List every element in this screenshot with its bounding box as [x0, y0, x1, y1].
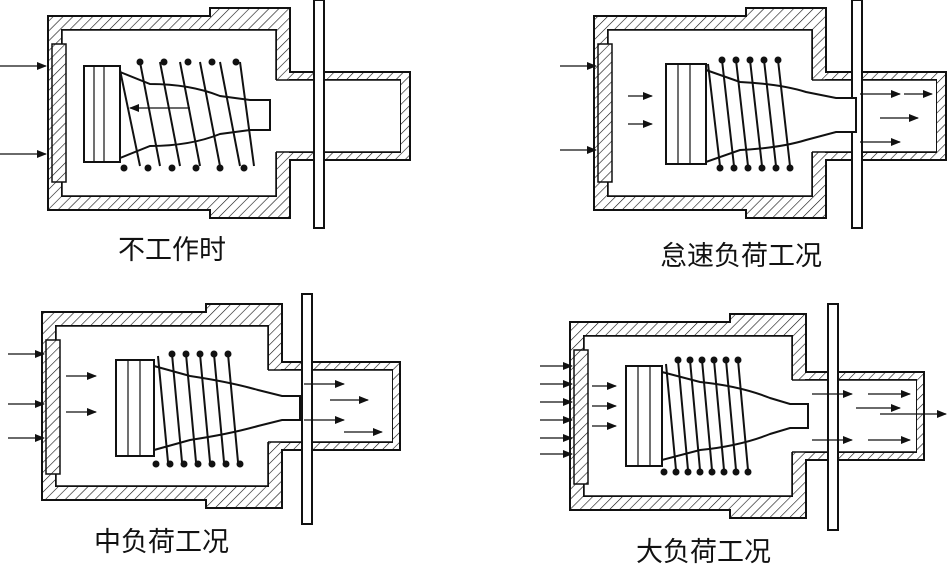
flow-arrows: [0, 62, 190, 158]
spring: [157, 353, 239, 463]
flow-arrows: [560, 62, 933, 154]
outlet-bore: [272, 80, 400, 152]
spring-coils-bottom: [120, 164, 248, 172]
valve-body: [665, 63, 707, 165]
inlet-screen: [45, 339, 61, 475]
mounting-plate: [301, 293, 313, 525]
inlet-screen: [51, 43, 67, 183]
spring: [119, 61, 255, 167]
inlet-screen: [597, 43, 613, 183]
spring-coils-top: [168, 350, 232, 358]
panel-not-working: [0, 0, 411, 229]
spring: [707, 59, 791, 167]
spring-coils-top: [718, 56, 782, 64]
mounting-plate: [313, 0, 325, 229]
valve-body: [115, 359, 155, 457]
caption-high-load: 大负荷工况: [636, 537, 771, 568]
spring-coils-top: [136, 58, 240, 66]
tapered-plunger: [705, 68, 857, 164]
spring-coils-top: [674, 356, 742, 364]
spring-coils-bottom: [716, 164, 794, 172]
flow-arrows: [8, 350, 383, 442]
panel-medium-load: [8, 293, 401, 525]
inlet-screen: [573, 349, 589, 485]
caption-medium-load: 中负荷工况: [94, 527, 229, 558]
mounting-plate: [827, 303, 839, 531]
valve-body: [83, 65, 121, 163]
tapered-plunger: [119, 70, 271, 160]
caption-idle-load: 怠速负荷工况: [660, 241, 822, 272]
flow-arrows: [540, 362, 947, 458]
spring-coils-bottom: [152, 460, 244, 468]
spring: [665, 359, 749, 471]
valve-body: [625, 365, 663, 467]
tapered-plunger: [661, 370, 809, 462]
panel-idle-load: [560, 0, 947, 229]
panel-high-load: [540, 303, 947, 531]
caption-not-working: 不工作时: [118, 235, 226, 266]
spring-coils-bottom: [660, 468, 752, 476]
